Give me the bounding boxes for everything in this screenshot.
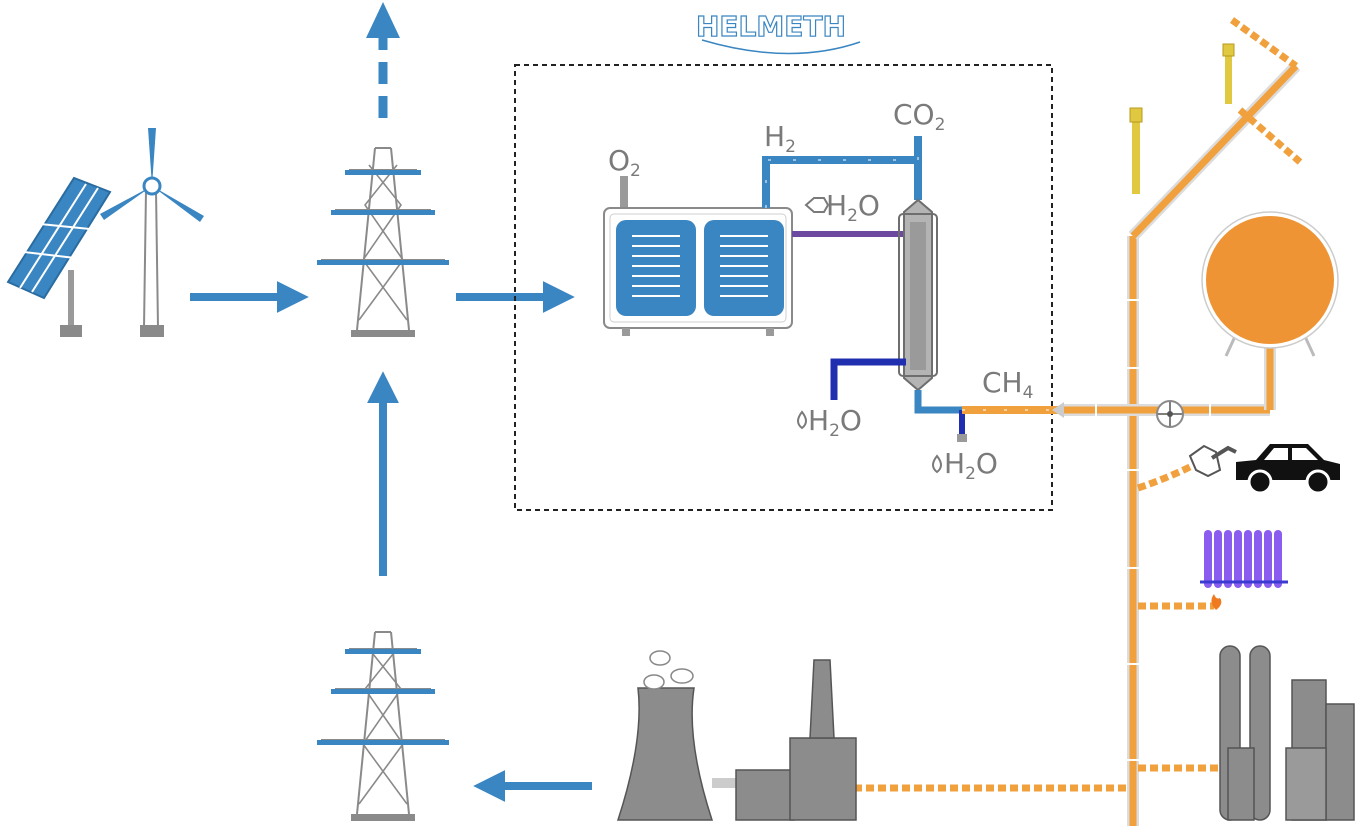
power-pylon-icon: [317, 631, 449, 821]
oxygen-label: O2: [608, 144, 641, 181]
steam-pipe: [792, 231, 919, 352]
water-inlet-pipe: [830, 358, 906, 400]
methanation-reactor-icon: [898, 198, 938, 392]
steam-label: H2O: [826, 189, 880, 226]
power-pylon-icon: [317, 147, 449, 337]
water-outlet-label: H2O: [944, 447, 998, 484]
solar-panel-icon: [6, 176, 112, 337]
helmeth-logo: HELMETH: [695, 9, 861, 55]
methane-label: CH4: [982, 366, 1033, 403]
fuel-branch-pipe: [1136, 460, 1198, 492]
hydrogen-pipe: [762, 136, 922, 208]
arrow-export-up: [366, 2, 400, 118]
gas-grid-pipe: [1064, 17, 1303, 826]
water-inlet-label: H2O: [808, 404, 862, 441]
electrolyzer-icon: [603, 176, 793, 336]
helmeth-system-boundary: [514, 64, 1053, 511]
reactor-outlet-pipe: [914, 390, 962, 414]
svg-text:HELMETH: HELMETH: [696, 10, 846, 43]
gas-tank-icon: [1201, 211, 1339, 357]
temperature-sensor-icon: [1129, 43, 1235, 194]
fuel-nozzle-icon: [1188, 444, 1237, 478]
power-plant-icon: [616, 650, 857, 821]
droplet-icon: [797, 410, 807, 430]
wind-turbine-icon: [100, 128, 204, 337]
hydrogen-label: H2: [764, 120, 796, 157]
car-icon: [1236, 444, 1340, 495]
steam-icon: [804, 197, 830, 213]
droplet-icon: [932, 454, 942, 474]
carbon-dioxide-label: CO2: [893, 98, 945, 135]
radiator-icon: [1200, 530, 1288, 588]
industry-icon: [1219, 645, 1355, 821]
flame-icon: [1211, 594, 1222, 610]
